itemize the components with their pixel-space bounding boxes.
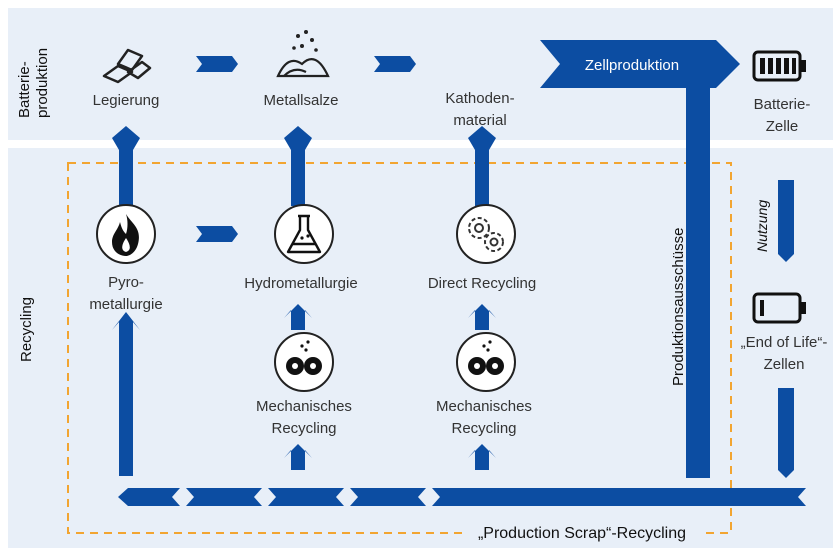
battery-full-icon (752, 50, 806, 82)
label-produktionsausschuesse: Produktionsausschüsse (670, 227, 687, 386)
up-arrow (284, 126, 312, 206)
chevron-arrow (374, 56, 416, 72)
shredder-icon (274, 332, 334, 392)
node-direct-recycling: Direct Recycling (427, 275, 537, 292)
up-arrow (468, 126, 496, 206)
ingots-icon (102, 48, 152, 84)
nutzung-arrow (778, 180, 794, 262)
node-mechanisches-recycling-2: Mechanisches Recycling (436, 398, 532, 437)
shredder-icon (456, 332, 516, 392)
chevron-arrow (196, 226, 238, 242)
node-kathodenmaterial: Kathoden- material (445, 90, 515, 129)
node-pyrometallurgie: Pyro- metallurgie (89, 274, 163, 313)
flame-icon (96, 204, 156, 264)
up-arrow (468, 444, 496, 470)
flask-icon (274, 204, 334, 264)
up-arrow (468, 304, 496, 330)
produktionsausschuesse-arrow (686, 70, 710, 478)
up-arrow (112, 126, 140, 206)
node-metallsalze: Metallsalze (263, 92, 339, 109)
node-zellproduktion: Zellproduktion (584, 57, 680, 74)
node-batteriezelle: Batterie- Zelle (753, 96, 811, 135)
label-production-scrap: „Production Scrap“-Recycling (462, 523, 702, 545)
gears-icon (456, 204, 516, 264)
node-legierung: Legierung (92, 92, 160, 109)
node-end-of-life: „End of Life“- Zellen (740, 334, 828, 373)
return-flow-arrow (118, 488, 180, 506)
metal-salt-icon (276, 30, 330, 78)
battery-empty-icon (752, 292, 806, 324)
up-arrow (284, 304, 312, 330)
node-hydrometallurgie: Hydrometallurgie (244, 275, 358, 292)
end-of-life-arrow (778, 388, 794, 478)
production-scrap-box (67, 162, 732, 534)
chevron-arrow (196, 56, 238, 72)
up-arrow (112, 312, 140, 476)
label-nutzung: Nutzung (754, 199, 770, 252)
up-arrow (284, 444, 312, 470)
node-mechanisches-recycling-1: Mechanisches Recycling (256, 398, 352, 437)
